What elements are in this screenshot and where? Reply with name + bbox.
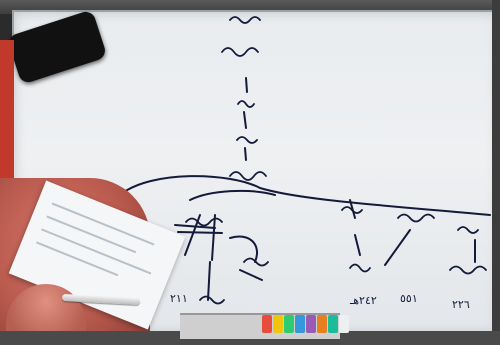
handwriting-8 bbox=[341, 206, 363, 214]
middle-branch-3 bbox=[384, 229, 411, 266]
chain-stroke-2 bbox=[243, 111, 247, 129]
handwriting-3 bbox=[237, 100, 255, 108]
left-branch-2 bbox=[211, 214, 216, 261]
red-sleeve bbox=[0, 40, 14, 190]
left-branch-6 bbox=[207, 261, 211, 301]
year-label: ٢٢٦ bbox=[452, 298, 470, 311]
handwriting-1 bbox=[229, 16, 261, 24]
marker bbox=[262, 315, 272, 333]
year-label: ٥٥١ bbox=[400, 292, 418, 305]
handwriting-13 bbox=[199, 295, 225, 305]
left-branch-4 bbox=[174, 224, 216, 229]
year-label: ٢١١ bbox=[170, 292, 188, 305]
tree-arc bbox=[119, 175, 491, 216]
marker bbox=[328, 315, 338, 333]
handwriting-4 bbox=[236, 136, 258, 144]
middle-branch-1 bbox=[349, 199, 356, 219]
marker bbox=[317, 315, 327, 333]
handwriting-12 bbox=[449, 265, 487, 275]
marker bbox=[306, 315, 316, 333]
year-label: ٢٤٢هـ bbox=[350, 294, 377, 307]
whiteboard-frame-right bbox=[492, 0, 500, 345]
handwriting-9 bbox=[397, 213, 435, 223]
marker bbox=[339, 315, 349, 333]
paper-text-line bbox=[35, 241, 119, 277]
left-branch-7 bbox=[239, 269, 263, 281]
marker-tray bbox=[180, 313, 340, 339]
marker bbox=[284, 315, 294, 333]
handwriting-5 bbox=[229, 171, 267, 181]
chain-stroke-3 bbox=[244, 147, 247, 161]
chain-stroke-1 bbox=[245, 77, 248, 93]
marker bbox=[273, 315, 283, 333]
marker bbox=[295, 315, 305, 333]
left-branch-3 bbox=[229, 235, 258, 263]
tree-arc-inner bbox=[189, 189, 276, 201]
handwriting-11 bbox=[457, 226, 479, 234]
handwriting-7 bbox=[243, 257, 269, 267]
handwriting-10 bbox=[349, 263, 371, 273]
middle-branch-2 bbox=[354, 234, 361, 256]
handwriting-2 bbox=[221, 47, 259, 57]
left-branch-5 bbox=[177, 231, 223, 234]
handwriting-6 bbox=[185, 217, 223, 227]
